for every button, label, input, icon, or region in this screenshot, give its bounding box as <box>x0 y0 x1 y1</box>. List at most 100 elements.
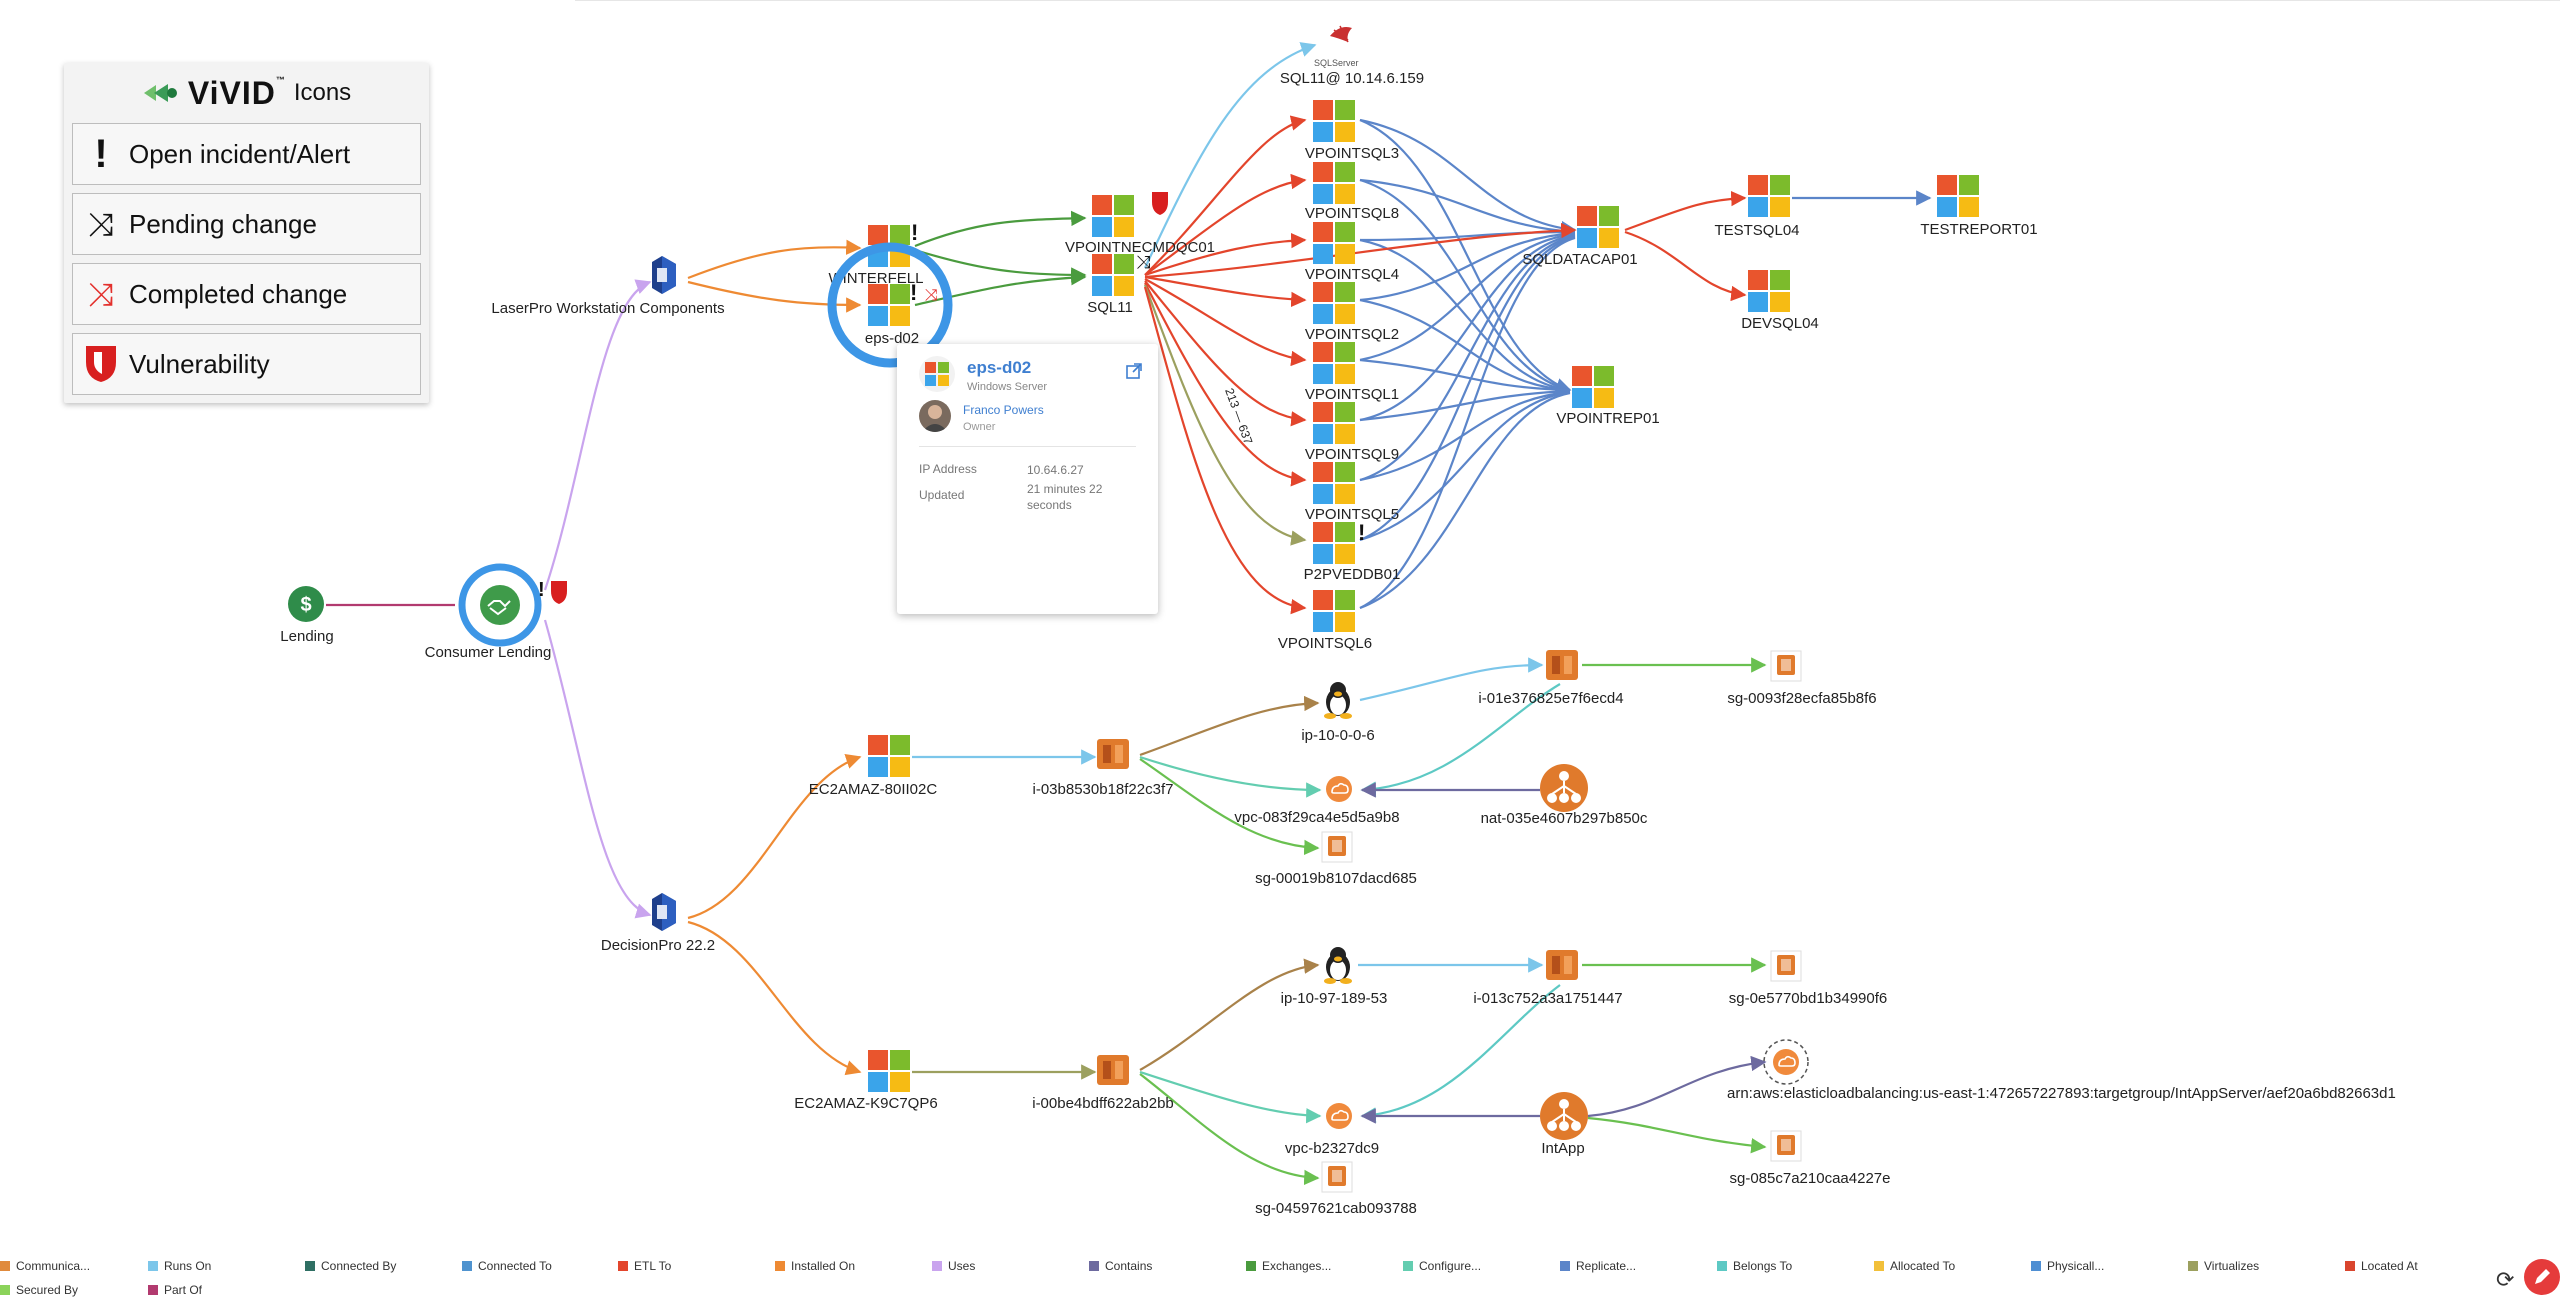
windows-icon <box>1313 100 1355 142</box>
legend-item[interactable]: ETL To <box>618 1259 671 1273</box>
cloud-icon <box>1325 1102 1353 1130</box>
edge-count-label: 213 — 637 <box>1222 386 1255 446</box>
node-consumer-lending[interactable]: ! Consumer Lending <box>425 563 567 661</box>
node-arn-targetgroup[interactable]: arn:aws:elasticloadbalancing:us-east-1:4… <box>1727 1039 2396 1102</box>
node-ip-10-0-0-6[interactable]: ip-10-0-0-6 <box>1301 682 1375 744</box>
node-label: sg-04597621cab093788 <box>1255 1200 1417 1217</box>
owner-name[interactable]: Franco Powers <box>963 403 1044 417</box>
edge-i03b-sg0001 <box>1139 758 1320 856</box>
open-external-icon[interactable] <box>1125 362 1143 385</box>
brand-name: ViVID™ <box>187 74 286 111</box>
node-label: P2PVEDDB01 <box>1304 566 1401 583</box>
legend-item[interactable]: Physicall... <box>2031 1259 2104 1273</box>
legend-item[interactable]: Belongs To <box>1717 1259 1792 1273</box>
node-label: VPOINTSQL4 <box>1305 266 1399 283</box>
legend-item[interactable]: Exchanges... <box>1246 1259 1331 1273</box>
legend-item[interactable]: Uses <box>932 1259 975 1273</box>
avatar <box>919 400 951 432</box>
node-devsql04[interactable]: DEVSQL04 <box>1741 270 1819 332</box>
legend-item[interactable]: Allocated To <box>1874 1259 1955 1273</box>
node-vpointsql2[interactable]: VPOINTSQL2 <box>1305 282 1399 343</box>
node-p2pvedb01[interactable]: ! P2PVEDDB01 <box>1304 520 1401 583</box>
legend-item[interactable]: Virtualizes <box>2188 1259 2259 1273</box>
alert-badge: ! <box>911 220 918 245</box>
edge-sql11-sql9 <box>1144 280 1307 427</box>
windows-server-icon <box>919 356 955 392</box>
shuffle-red-icon: ⤨ <box>88 274 114 313</box>
legend-item[interactable]: Located At <box>2345 1259 2418 1273</box>
node-label: ip-10-0-0-6 <box>1301 727 1374 744</box>
node-sg-0093f28ecfa85b8f6[interactable]: sg-0093f28ecfa85b8f6 <box>1727 650 1877 707</box>
windows-icon <box>868 735 910 777</box>
node-i-01e376825e7f6ecd4[interactable]: i-01e376825e7f6ecd4 <box>1478 650 1624 707</box>
node-sg-00019b8107dacd685[interactable]: sg-00019b8107dacd685 <box>1255 831 1417 887</box>
node-ip-10-97-189-53[interactable]: ip-10-97-189-53 <box>1281 947 1388 1007</box>
node-testreport01[interactable]: TESTREPORT01 <box>1920 175 2038 238</box>
node-vpointrep01[interactable]: VPOINTREP01 <box>1556 366 1660 427</box>
legend-item[interactable]: Secured By <box>0 1283 78 1297</box>
legend-item[interactable]: Connected By <box>305 1259 396 1273</box>
linux-icon <box>1324 682 1352 719</box>
node-nat-035e4607b297b850c[interactable]: nat-035e4607b297b850c <box>1481 763 1648 827</box>
node-lending[interactable]: $ Lending <box>280 586 334 645</box>
node-vpc-083f29ca4e5d5a9b8[interactable]: vpc-083f29ca4e5d5a9b8 <box>1234 775 1400 826</box>
node-i-013c752a3a1751447[interactable]: i-013c752a3a1751447 <box>1473 950 1623 1007</box>
node-vpointsql1[interactable]: VPOINTSQL1 <box>1305 342 1399 403</box>
node-vpointsql3[interactable]: VPOINTSQL3 <box>1305 100 1399 162</box>
node-vpointsql8[interactable]: VPOINTSQL8 <box>1305 162 1399 222</box>
node-i-03b8530b18f22c3f7[interactable]: i-03b8530b18f22c3f7 <box>1033 739 1174 798</box>
node-vpointsql6[interactable]: VPOINTSQL6 <box>1278 590 1372 652</box>
node-testsql04[interactable]: TESTSQL04 <box>1714 175 1800 239</box>
node-eps-d02[interactable]: ! ⤨ eps-d02 <box>827 242 953 368</box>
node-label: Consumer Lending <box>425 644 552 661</box>
node-sg-0e5770bd1b34990f6[interactable]: sg-0e5770bd1b34990f6 <box>1729 950 1887 1007</box>
node-ec2amaz-k9c7qp6[interactable]: EC2AMAZ-K9C7QP6 <box>794 1050 938 1112</box>
windows-icon <box>1313 282 1355 324</box>
legend-item[interactable]: Replicate... <box>1560 1259 1636 1273</box>
ip-value: 10.64.6.27 <box>1027 463 1084 477</box>
node-winterfell[interactable]: ! WINTERFELL <box>828 220 923 287</box>
linux-icon <box>1324 947 1352 984</box>
legend-item[interactable]: Communica... <box>0 1259 90 1273</box>
node-label: EC2AMAZ-K9C7QP6 <box>794 1095 937 1112</box>
legend-item[interactable]: Installed On <box>775 1259 855 1273</box>
alert-badge: ! <box>1358 520 1365 545</box>
node-vpointsql9[interactable]: VPOINTSQL9 <box>1305 402 1399 463</box>
money-icon: $ <box>288 586 324 622</box>
node-vpc-b2327dc9[interactable]: vpc-b2327dc9 <box>1285 1102 1379 1157</box>
legend-item[interactable]: Part Of <box>148 1283 202 1297</box>
node-intapp[interactable]: IntApp <box>1539 1091 1589 1157</box>
node-laserpro[interactable]: LaserPro Workstation Components <box>491 256 725 317</box>
edge-i00be-vpcb23 <box>1139 1070 1322 1124</box>
legend-item[interactable]: Contains <box>1089 1259 1152 1273</box>
refresh-icon[interactable]: ⟳ <box>2496 1267 2515 1292</box>
node-sqldatacap01[interactable]: SQLDATACAP01 <box>1522 206 1638 268</box>
node-vpointsql4[interactable]: VPOINTSQL4 <box>1305 222 1399 283</box>
node-sql11-sqlserver[interactable]: SQLServer SQL11@ 10.14.6.159 <box>1280 25 1424 87</box>
node-label: VPOINTSQL9 <box>1305 446 1399 463</box>
node-sql11[interactable]: ⤨ SQL11 <box>1087 252 1150 316</box>
node-label: i-013c752a3a1751447 <box>1473 990 1622 1007</box>
node-vpointsql5[interactable]: VPOINTSQL5 <box>1305 462 1399 523</box>
pending-change-badge: ⤨ <box>1136 252 1150 273</box>
node-sg-04597621cab093788[interactable]: sg-04597621cab093788 <box>1255 1161 1417 1217</box>
node-vpointnecmdqc01[interactable]: VPOINTNECMDQC01 <box>1065 192 1215 256</box>
node-sg-085c7a210caa4227e[interactable]: sg-085c7a210caa4227e <box>1730 1130 1891 1187</box>
edit-button[interactable] <box>2524 1259 2560 1295</box>
windows-icon <box>1092 195 1134 237</box>
legend-item[interactable]: Connected To <box>462 1259 552 1273</box>
node-decisionpro[interactable]: DecisionPro 22.2 <box>601 893 715 954</box>
node-label: i-01e376825e7f6ecd4 <box>1478 690 1623 707</box>
node-label: ip-10-97-189-53 <box>1281 990 1388 1007</box>
exclamation-icon: ! <box>94 131 108 176</box>
legend-item[interactable]: Configure... <box>1403 1259 1481 1273</box>
edge-winterfell-vpointnec <box>914 210 1087 248</box>
node-ec2amaz-80ii02c[interactable]: EC2AMAZ-80II02C <box>809 735 938 798</box>
cloud-icon <box>1772 1048 1800 1076</box>
edge-intapp-arn <box>1587 1055 1767 1118</box>
legend-item[interactable]: Runs On <box>148 1259 211 1273</box>
card-node-name[interactable]: eps-d02 <box>967 358 1032 377</box>
security-group-icon <box>1770 1130 1802 1162</box>
node-i-00be4bdff622ab2bb[interactable]: i-00be4bdff622ab2bb <box>1032 1055 1174 1112</box>
